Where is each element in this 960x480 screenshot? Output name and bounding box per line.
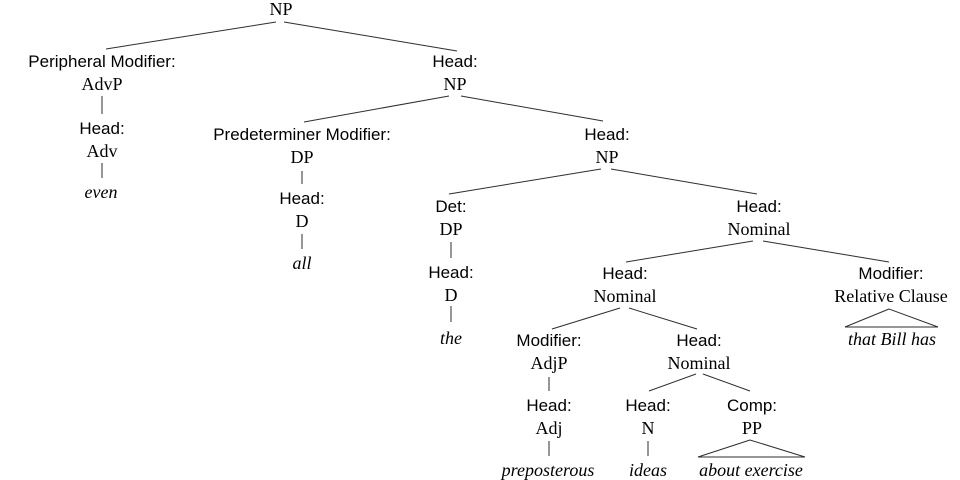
edge-nominal-mid-to-modifier-adjp [551, 307, 621, 330]
node-leaf-about-exercise: about exercise [699, 459, 803, 480]
edge-nominal-mid-to-head-nominal-low [628, 307, 698, 330]
node-head-np-outer: Head: NP [432, 51, 477, 95]
node-leaf-that-bill-has: that Bill has [848, 328, 936, 350]
edge-nominal-to-head-nominal-mid [625, 240, 754, 263]
edge-np-inner-to-head-nominal [610, 168, 758, 195]
category-label: Nominal [593, 286, 657, 306]
function-label: Head: [602, 264, 648, 283]
terminal-word: the [440, 328, 462, 348]
node-head-d-all: Head: D [279, 188, 324, 232]
terminal-word: all [292, 253, 312, 273]
edge-nominal-low-to-head-n [648, 373, 697, 392]
function-label: Predeterminer Modifier: [213, 125, 391, 144]
node-head-nominal-low: Head: Nominal [668, 330, 731, 374]
node-leaf-preposterous: preposterous [502, 459, 595, 480]
triangle-pp [697, 439, 806, 458]
function-label: Head: [432, 52, 478, 71]
node-head-d-the: Head: D [428, 262, 473, 306]
category-label: NP [443, 74, 467, 94]
function-label: Head: [676, 331, 722, 350]
terminal-word: preposterous [501, 460, 595, 480]
category-label: D [444, 285, 458, 305]
function-label: Modifier: [516, 331, 582, 350]
node-predeterminer-modifier-dp: Predeterminer Modifier: DP [213, 124, 391, 168]
function-label: Comp: [726, 396, 778, 415]
category-label: Adv [86, 141, 118, 161]
node-modifier-adjp: Modifier: AdjP [516, 330, 581, 374]
category-label: Nominal [667, 353, 731, 373]
node-head-adj: Head: Adj [526, 395, 571, 439]
category-label: AdvP [81, 74, 123, 94]
edge-np-to-head-np-inner [460, 95, 604, 122]
category-label: DP [439, 219, 463, 239]
category-label: PP [741, 418, 763, 438]
function-label: Head: [428, 263, 474, 282]
terminal-word: ideas [629, 460, 667, 480]
edge-np-root-to-head-np [283, 21, 458, 52]
category-label: DP [290, 147, 314, 167]
terminal-phrase: that Bill has [847, 329, 937, 349]
node-leaf-the: the [440, 327, 462, 349]
triangle-relative-clause [844, 308, 939, 328]
node-root-np: NP [269, 0, 292, 20]
node-det-dp: Det: DP [435, 196, 466, 240]
node-head-adv: Head: Adv [79, 118, 124, 162]
node-peripheral-modifier-advp: Peripheral Modifier: AdvP [28, 51, 175, 95]
terminal-phrase: about exercise [699, 460, 803, 480]
edge-nominal-low-to-comp-pp [702, 373, 751, 392]
edge-nominal-to-modifier-relative-clause [762, 240, 890, 263]
category-label: D [295, 211, 309, 231]
function-label: Head: [736, 197, 782, 216]
function-label: Det: [435, 197, 467, 216]
function-label: Head: [625, 396, 671, 415]
node-leaf-ideas: ideas [629, 459, 667, 480]
node-leaf-all: all [292, 252, 311, 274]
function-label: Peripheral Modifier: [28, 52, 176, 71]
node-head-nominal-top: Head: Nominal [728, 196, 791, 240]
category-label: Relative Clause [834, 286, 948, 306]
node-leaf-even: even [85, 181, 118, 203]
node-head-n: Head: N [625, 395, 670, 439]
node-modifier-relative-clause: Modifier: Relative Clause [834, 263, 947, 307]
node-comp-pp: Comp: PP [727, 395, 777, 439]
node-head-nominal-mid: Head: Nominal [594, 263, 657, 307]
category-label: N [641, 418, 655, 438]
edge-np-root-to-peripheral-modifier [105, 21, 277, 50]
category-label: AdjP [530, 353, 568, 373]
category-label: NP [595, 147, 619, 167]
terminal-word: even [84, 182, 118, 202]
node-head-np-inner: Head: NP [584, 124, 629, 168]
category-label: Adj [535, 418, 563, 438]
edge-np-to-predeterminer-modifier [303, 95, 450, 123]
function-label: Modifier: [858, 264, 924, 283]
function-label: Head: [584, 125, 630, 144]
function-label: Head: [526, 396, 572, 415]
edge-np-inner-to-det-dp [448, 168, 602, 195]
function-label: Head: [79, 119, 125, 138]
category-label: NP [269, 0, 293, 19]
function-label: Head: [279, 189, 325, 208]
category-label: Nominal [727, 219, 791, 239]
